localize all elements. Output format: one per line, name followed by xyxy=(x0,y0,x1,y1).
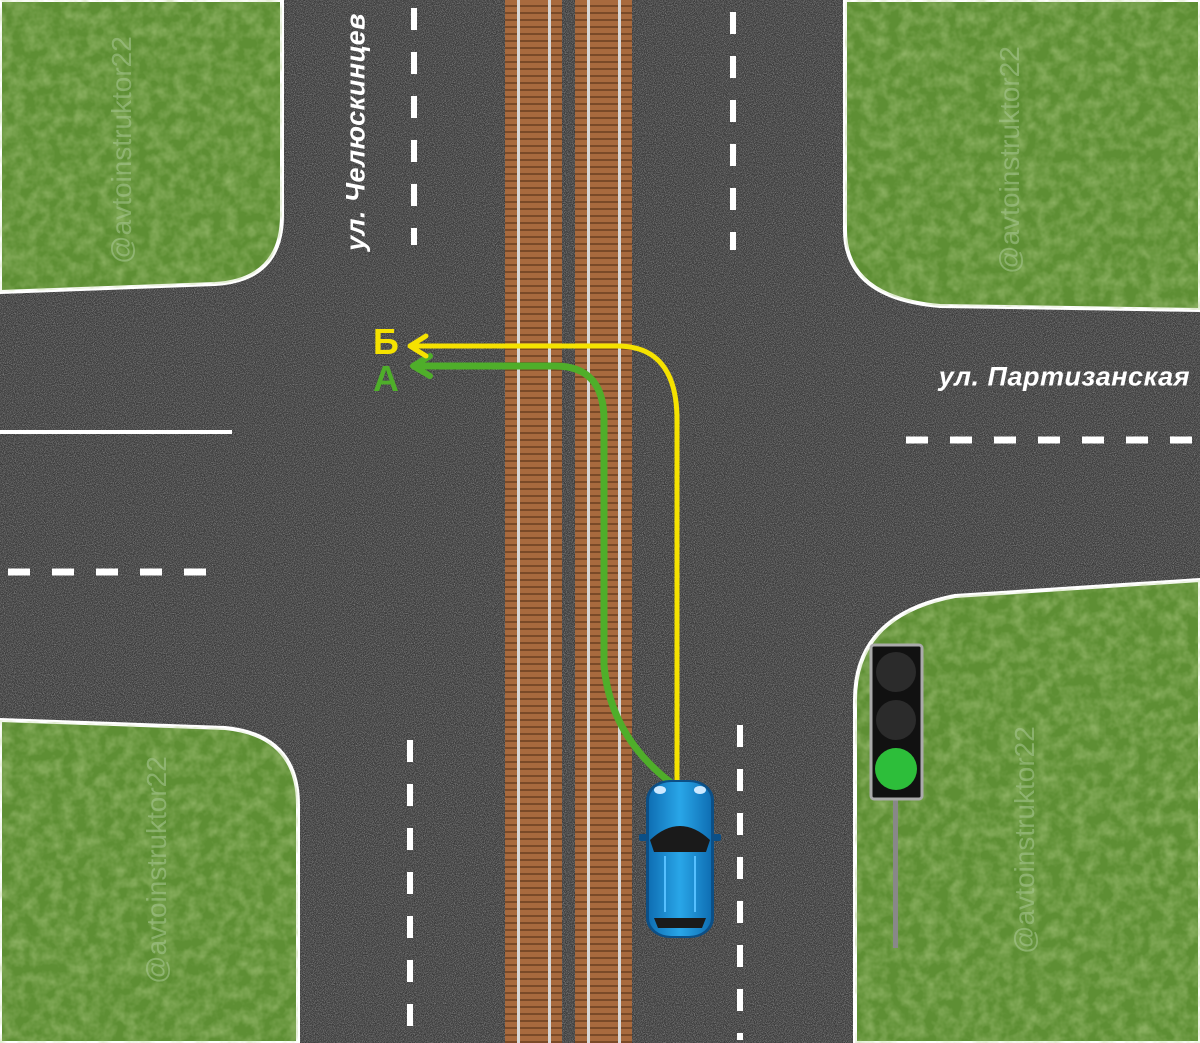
grass-corner-top-left xyxy=(0,0,284,295)
watermark-top-left: @avtoinstruktor22 xyxy=(106,36,137,264)
route-b-label: Б xyxy=(373,321,399,362)
watermark-top-right: @avtoinstruktor22 xyxy=(994,46,1025,274)
traffic-light-yellow-signal xyxy=(876,700,916,740)
traffic-light-green-signal xyxy=(875,748,917,790)
traffic-light-red-signal xyxy=(876,652,916,692)
street-label-partizanskaya: ул. Партизанская xyxy=(938,361,1190,392)
lane-markings xyxy=(0,8,1192,1040)
car xyxy=(639,780,721,938)
route-a-path xyxy=(410,353,674,786)
grass-corner-bottom-right xyxy=(853,577,1200,1043)
street-label-chelyuskintsev: ул. Челюскинцев xyxy=(340,13,371,251)
route-b-path xyxy=(407,333,680,785)
watermark-bottom-left: @avtoinstruktor22 xyxy=(141,756,172,984)
grass-corner-bottom-left xyxy=(0,717,300,1043)
grass-corner-top-right xyxy=(843,0,1200,313)
traffic-light xyxy=(869,643,924,948)
route-a-label: А xyxy=(373,358,399,399)
watermark-bottom-right: @avtoinstruktor22 xyxy=(1009,726,1040,954)
tram-tracks xyxy=(505,0,632,1043)
